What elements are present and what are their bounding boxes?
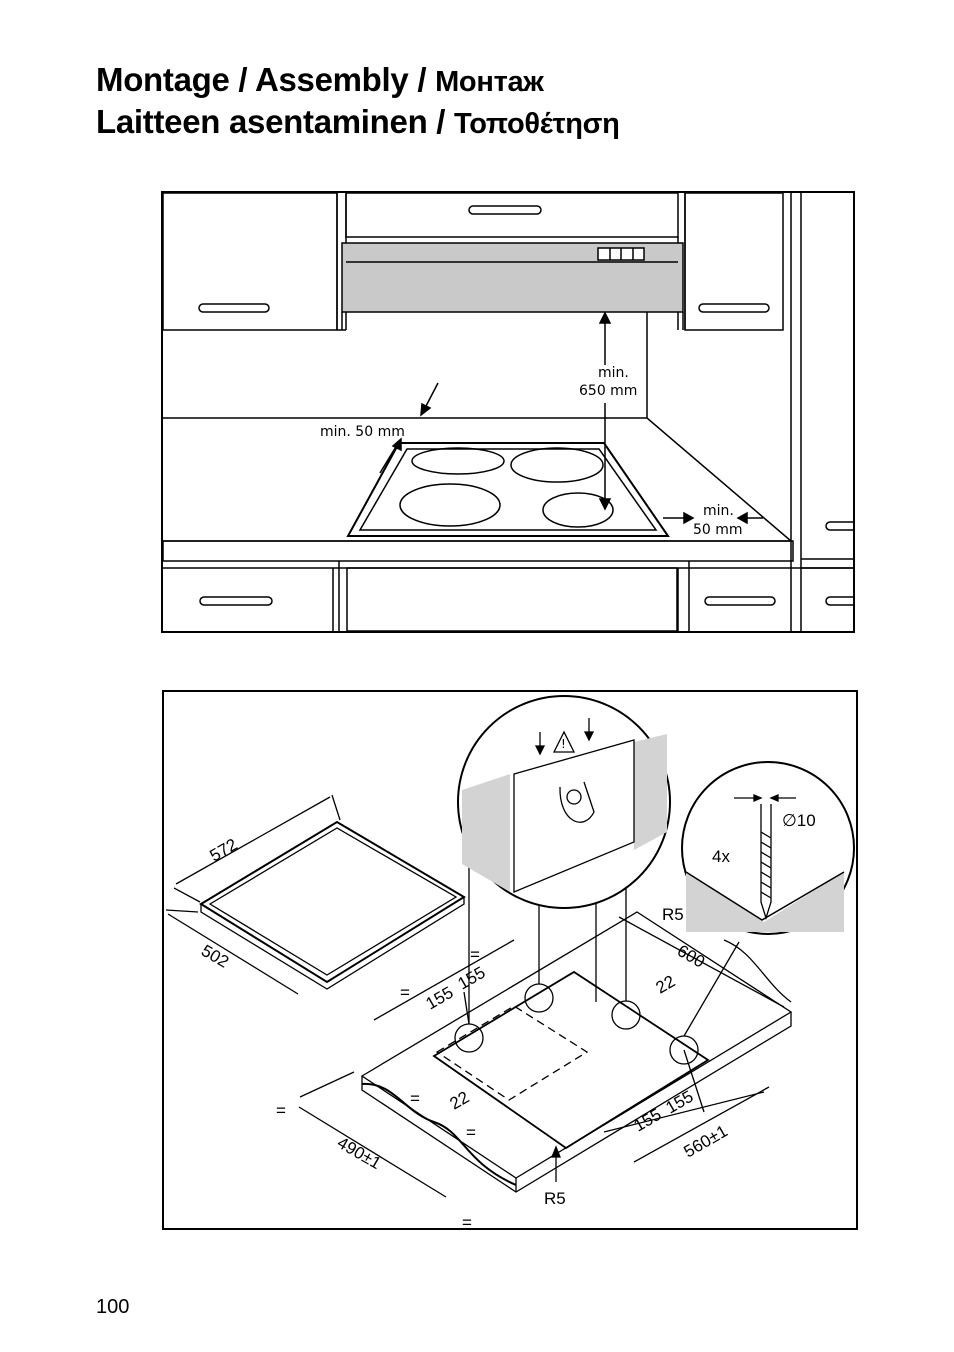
cabinet-handle-icon — [198, 303, 270, 313]
hob-depth-label: 502 — [198, 941, 232, 972]
warning-triangle-icon — [552, 730, 576, 753]
spacing-label-d: 155 — [663, 1087, 697, 1118]
title-line-1-cyrillic: Монтаж — [435, 66, 544, 98]
clip-spring — [559, 781, 595, 823]
cutout-dimensions-figure: ! 572 502 600 R5 R5 4x ∅10 155 155 155 1… — [162, 690, 858, 1230]
hood-clearance-label-1: min. — [598, 365, 629, 381]
screw-icon — [760, 804, 772, 921]
back-clearance-arrow — [424, 382, 439, 409]
equal-sign: = — [470, 945, 480, 964]
screw-quantity-label: 4x — [712, 847, 730, 866]
cooking-zone-front-right — [542, 492, 614, 528]
kitchen-clearance-figure: min. 650 mm min. 50 mm min. 50 mm — [161, 191, 855, 633]
cooking-zone-back-left — [411, 447, 505, 475]
title-line-2-latin: Laitteen asentaminen / — [96, 103, 446, 140]
screw-diameter-label: ∅10 — [782, 811, 816, 830]
cutout-depth-label: 490±1 — [334, 1133, 384, 1173]
countertop-cut-edge-right — [723, 939, 792, 1003]
title-line-2-greek: Τοποθέτηση — [454, 108, 620, 140]
equal-sign: = — [462, 1213, 472, 1228]
upper-cabinet-middle — [345, 193, 679, 238]
hob-width-label: 572 — [207, 835, 241, 866]
side-clearance-label-2: 50 mm — [693, 522, 743, 538]
spacing-label-b: 155 — [455, 963, 489, 994]
cutout-width-label: 560±1 — [681, 1121, 731, 1161]
countertop-cut-edge — [361, 1082, 517, 1186]
page-number: 100 — [96, 1296, 130, 1318]
cutout-dimensions-drawing: ! 572 502 600 R5 R5 4x ∅10 155 155 155 1… — [165, 695, 855, 1228]
counter-depth-label: 600 — [674, 941, 708, 972]
svg-text:!: ! — [561, 737, 566, 751]
lower-drawer-middle — [346, 567, 678, 631]
spacing-label-c: 155 — [631, 1105, 665, 1136]
title-line-2: Laitteen asentaminen / Τοποθέτηση — [96, 103, 620, 140]
edge-22-front-label: 22 — [447, 1088, 473, 1114]
edge-22-right-label: 22 — [653, 972, 679, 998]
screw-detail-callout — [681, 761, 855, 935]
cabinet-handle-icon — [825, 521, 853, 531]
upper-cabinet-left — [163, 193, 338, 331]
spacing-label-a: 155 — [423, 983, 457, 1014]
equal-sign: = — [276, 1101, 286, 1120]
page-title: Montage / Assembly / Монтаж Laitteen ase… — [96, 60, 620, 144]
radius-label-top: R5 — [662, 905, 684, 924]
side-clearance-label-1: min. — [703, 503, 734, 519]
title-line-1-latin: Montage / Assembly / — [96, 61, 427, 98]
screw-head-icon — [566, 789, 582, 805]
cutout-opening — [435, 1005, 589, 1101]
cabinet-handle-icon — [468, 205, 542, 215]
back-clearance-label: min. 50 mm — [320, 424, 405, 440]
equal-sign: = — [466, 1123, 476, 1142]
cabinet-handle-icon — [199, 596, 273, 606]
cabinet-handle-icon — [698, 303, 770, 313]
equal-sign: = — [400, 983, 410, 1002]
cabinet-handle-icon — [704, 596, 776, 606]
hood-clearance-label-2: 650 mm — [579, 383, 637, 399]
mounting-clip — [513, 739, 635, 893]
hob-glass-border — [358, 448, 658, 531]
hob-outline — [346, 442, 670, 537]
hob-frame-edge — [200, 897, 465, 990]
kitchen-clearance-drawing: min. 650 mm min. 50 mm min. 50 mm — [163, 193, 853, 631]
radius-label-bottom: R5 — [544, 1189, 566, 1208]
countertop-edge — [163, 540, 794, 562]
cabinet-handle-icon — [825, 596, 853, 606]
clip-detail-callout: ! — [457, 695, 671, 909]
equal-sign: = — [410, 1089, 420, 1108]
cutout-outline — [432, 970, 710, 1150]
title-line-1: Montage / Assembly / Монтаж — [96, 61, 544, 98]
cooking-zone-front-left — [399, 483, 501, 527]
cooking-zone-back-right — [510, 447, 604, 483]
